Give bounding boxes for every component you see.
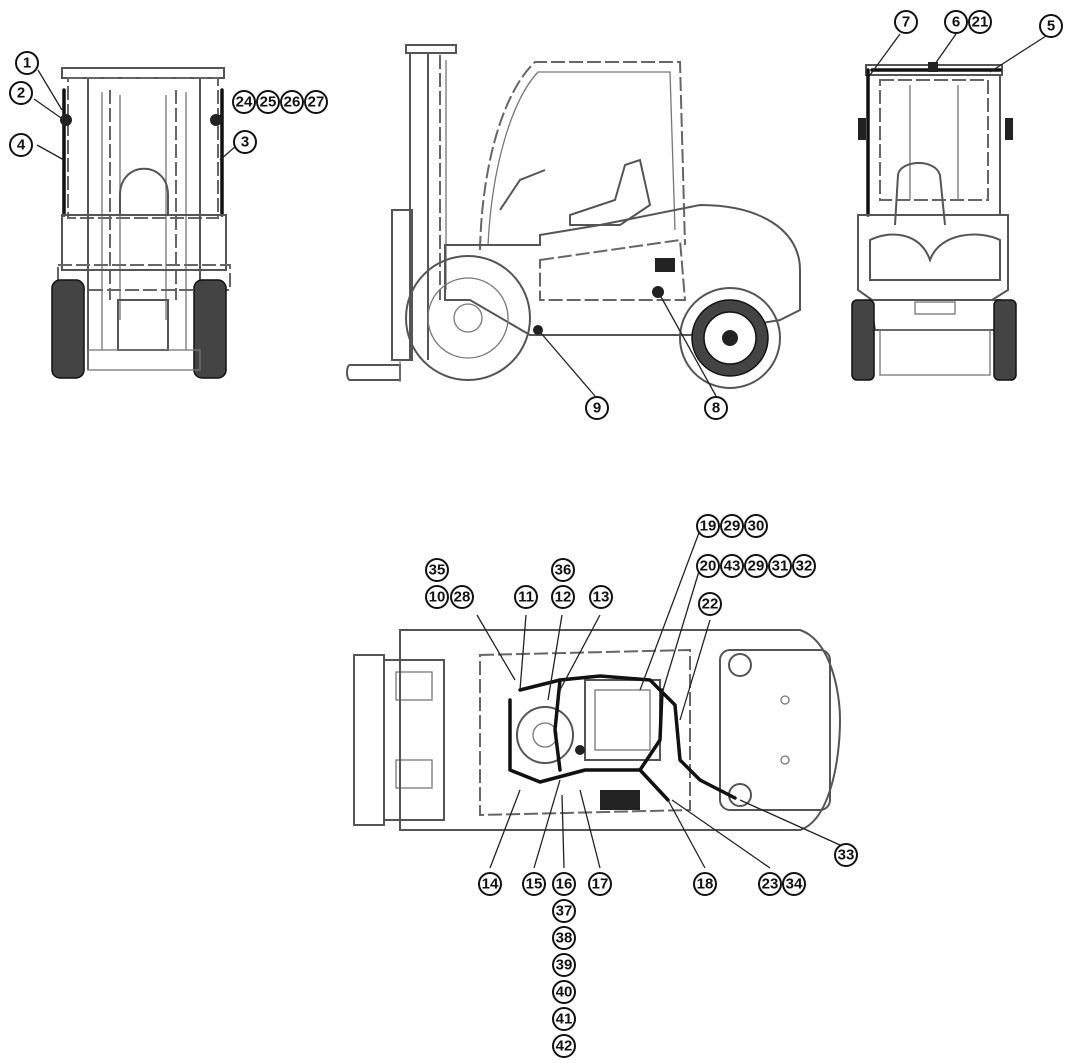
callout-22: 22 [698,592,722,616]
svg-text:28: 28 [454,589,471,606]
callout-9: 9 [585,396,609,420]
svg-text:40: 40 [556,984,573,1001]
svg-text:9: 9 [593,400,601,417]
callout-31: 31 [768,554,792,578]
svg-text:5: 5 [1047,18,1055,35]
svg-text:38: 38 [556,930,573,947]
callout-43: 43 [720,554,744,578]
callout-10: 10 [425,585,449,609]
svg-text:29: 29 [748,558,765,575]
svg-text:22: 22 [702,596,719,613]
svg-text:27: 27 [308,94,325,111]
callout-36: 36 [551,558,575,582]
callout-23: 23 [758,872,782,896]
callout-6: 6 [944,10,968,34]
callout-4: 4 [9,133,33,157]
svg-text:32: 32 [796,558,813,575]
callout-12: 12 [551,585,575,609]
svg-text:31: 31 [772,558,789,575]
svg-text:20: 20 [700,558,717,575]
callouts: 1 2 4 3 24 25 26 27 7 6 21 5 9 8 35 10 2… [9,10,1063,1058]
svg-text:15: 15 [526,876,543,893]
callout-21: 21 [968,10,992,34]
side-view [346,44,801,389]
svg-text:37: 37 [556,903,573,920]
svg-text:11: 11 [518,589,534,606]
svg-text:4: 4 [17,137,26,154]
svg-text:29: 29 [724,518,741,535]
svg-text:42: 42 [556,1038,573,1055]
svg-text:19: 19 [700,518,717,535]
callout-40: 40 [552,980,576,1004]
svg-text:34: 34 [786,876,803,893]
callout-28: 28 [450,585,474,609]
callout-27: 27 [304,90,328,114]
svg-text:12: 12 [555,589,572,606]
svg-text:26: 26 [284,94,301,111]
callout-39: 39 [552,953,576,977]
svg-text:23: 23 [762,876,779,893]
leader-lines [33,33,1047,869]
svg-text:35: 35 [429,562,446,579]
callout-37: 37 [552,899,576,923]
svg-text:2: 2 [17,85,25,102]
callout-24: 24 [232,90,256,114]
svg-text:6: 6 [952,14,960,31]
callout-16: 16 [552,872,576,896]
svg-text:1: 1 [23,55,31,72]
callout-32: 32 [792,554,816,578]
svg-text:41: 41 [556,1011,573,1028]
top-view [353,629,842,831]
callout-29-b: 29 [744,554,768,578]
callout-8: 8 [704,396,728,420]
callout-41: 41 [552,1007,576,1031]
svg-text:30: 30 [748,518,765,535]
callout-35: 35 [425,558,449,582]
callout-34: 34 [782,872,806,896]
svg-text:14: 14 [482,876,499,893]
callout-29-a: 29 [720,514,744,538]
callout-42: 42 [552,1034,576,1058]
callout-20: 20 [696,554,720,578]
callout-2: 2 [9,81,33,105]
callout-33: 33 [834,843,858,867]
svg-text:36: 36 [555,562,572,579]
svg-text:25: 25 [260,94,277,111]
callout-5: 5 [1039,14,1063,38]
callout-1: 1 [15,51,39,75]
callout-13: 13 [589,585,613,609]
callout-15: 15 [522,872,546,896]
svg-text:43: 43 [724,558,741,575]
callout-11: 11 [514,585,538,609]
svg-text:7: 7 [902,14,910,31]
svg-text:18: 18 [697,876,714,893]
callout-19: 19 [696,514,720,538]
svg-text:16: 16 [556,876,573,893]
svg-text:39: 39 [556,957,573,974]
callout-14: 14 [478,872,502,896]
callout-25: 25 [256,90,280,114]
svg-text:13: 13 [593,589,610,606]
svg-text:21: 21 [972,14,989,31]
svg-text:17: 17 [592,876,609,893]
svg-text:3: 3 [241,134,249,151]
svg-text:24: 24 [236,94,253,111]
svg-text:8: 8 [712,400,720,417]
callout-7: 7 [894,10,918,34]
front-view [51,67,231,379]
svg-text:10: 10 [429,589,446,606]
callout-30: 30 [744,514,768,538]
callout-26: 26 [280,90,304,114]
rear-view [851,62,1017,381]
svg-text:33: 33 [838,847,855,864]
callout-18: 18 [693,872,717,896]
callout-38: 38 [552,926,576,950]
callout-3: 3 [233,130,257,154]
callout-17: 17 [588,872,612,896]
